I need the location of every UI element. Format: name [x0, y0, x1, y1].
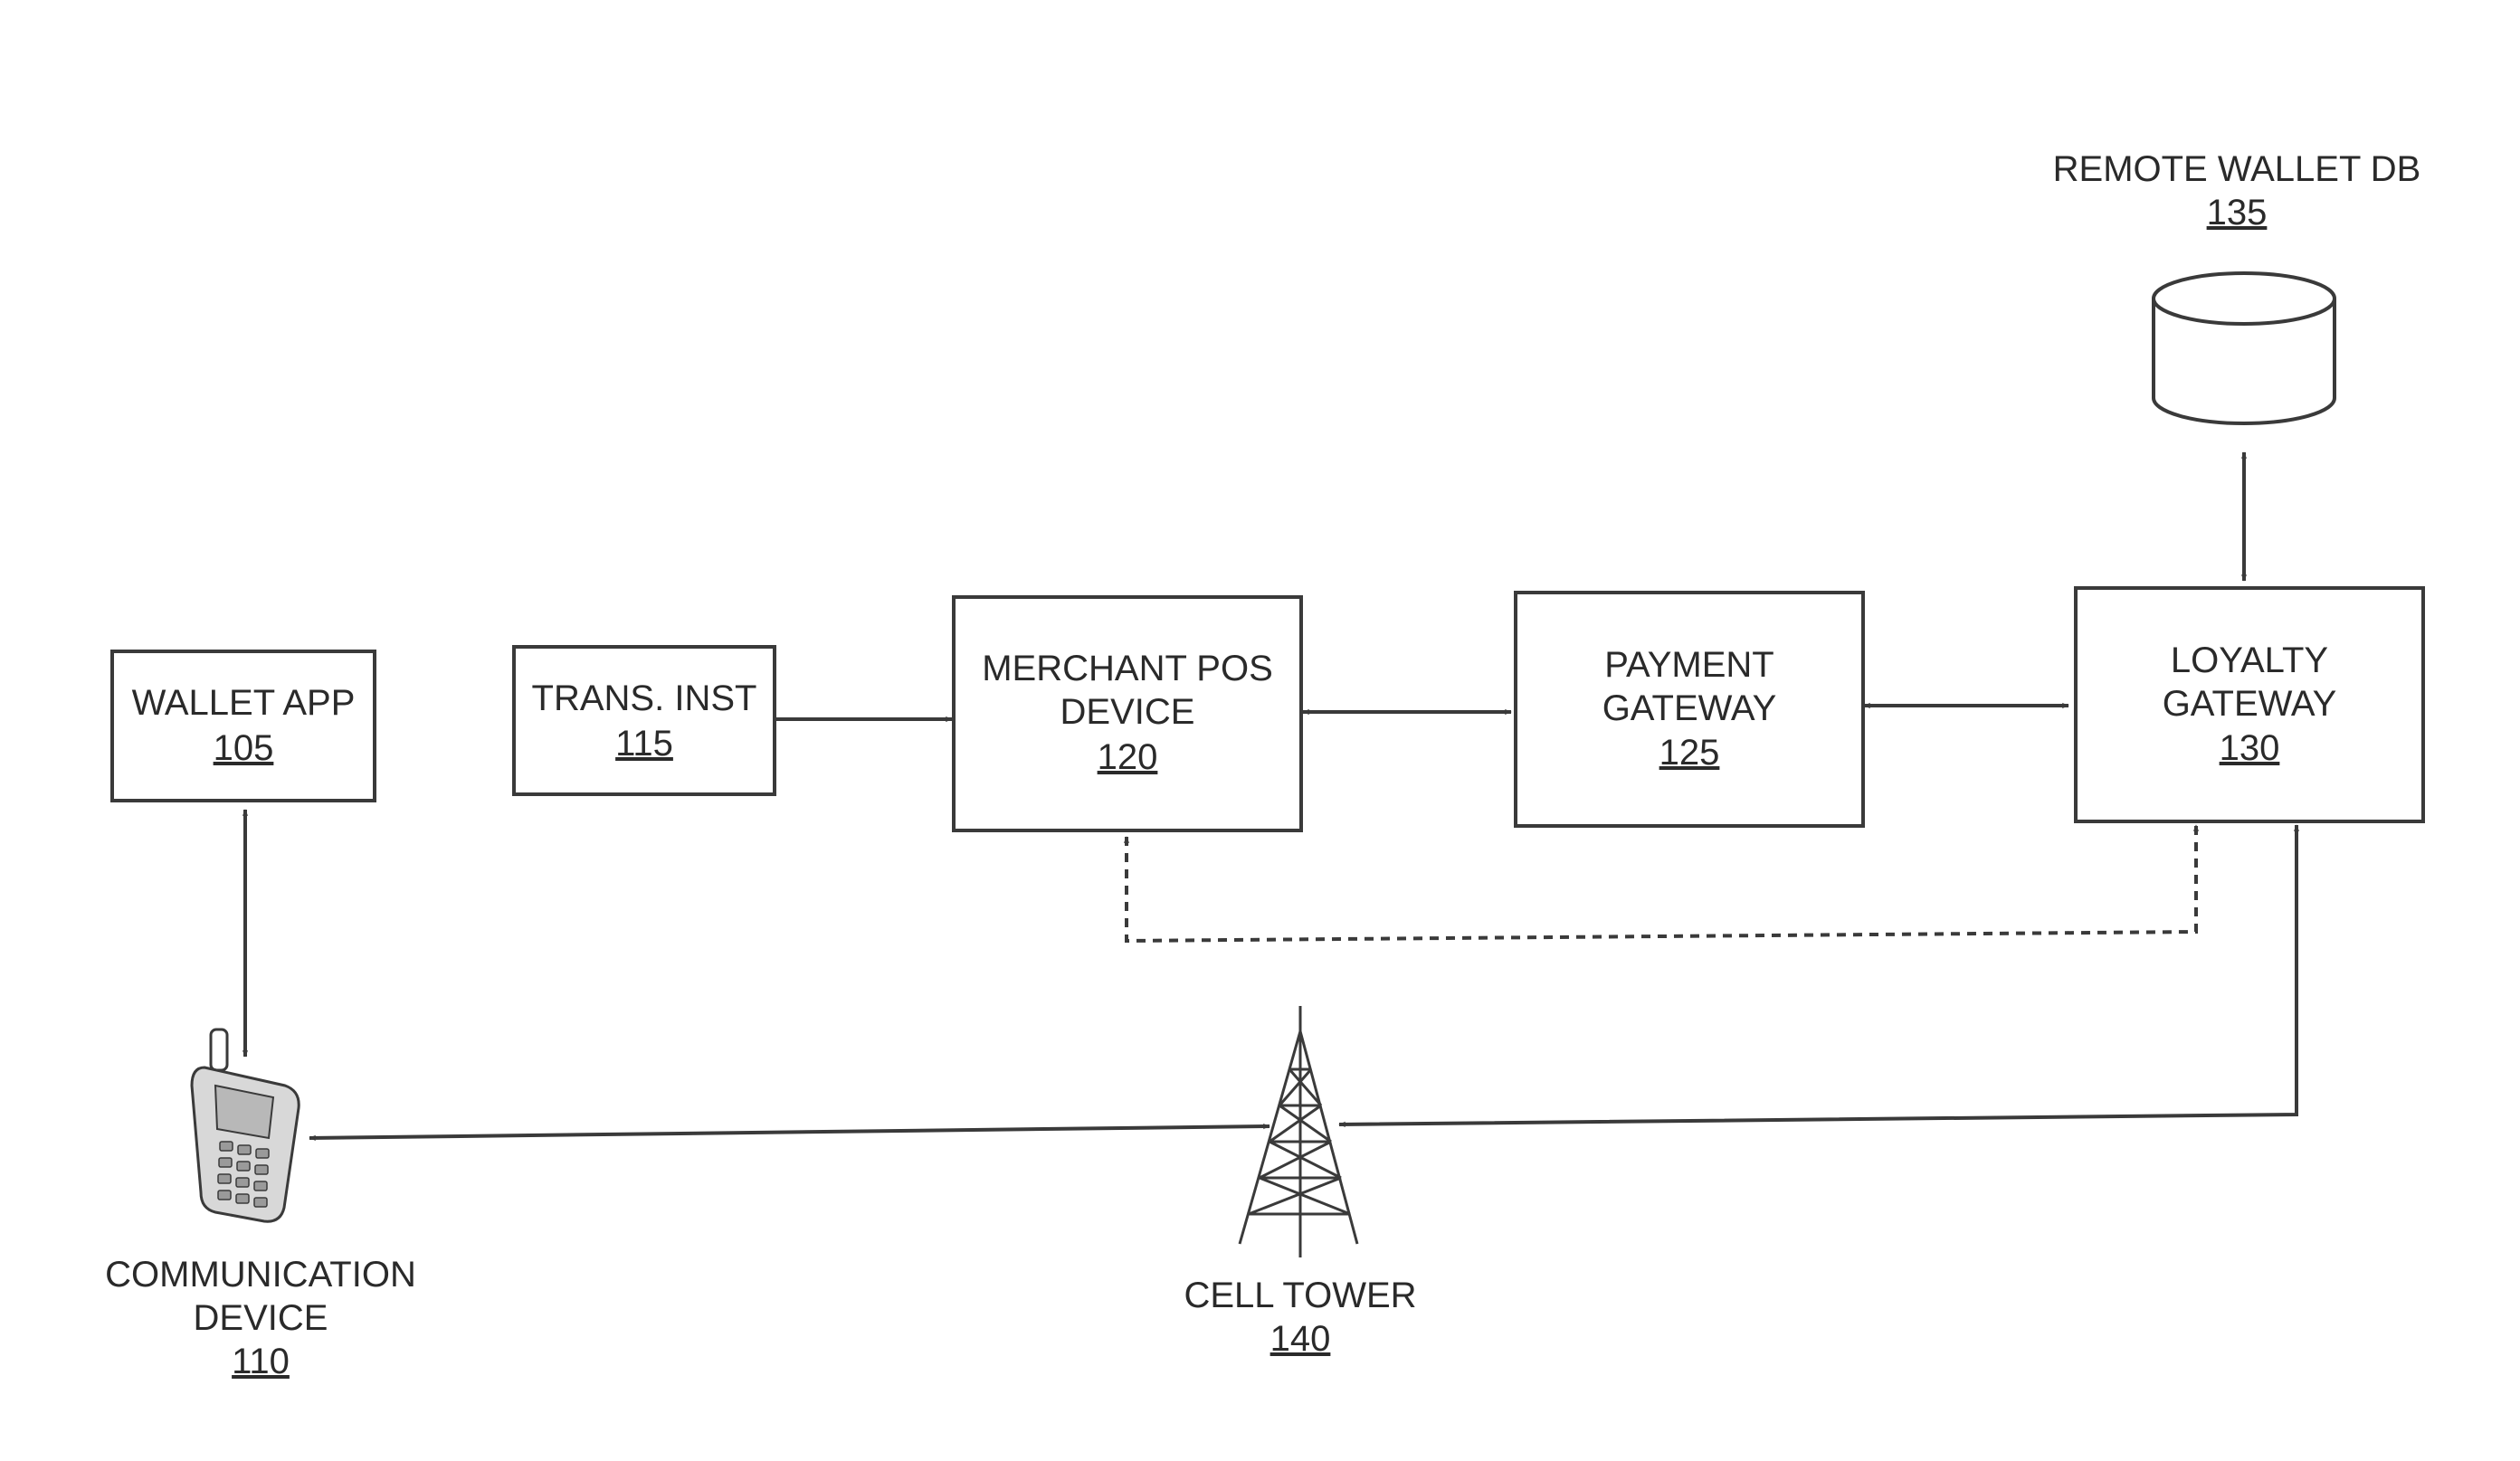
wallet-app-label: WALLET APP — [132, 683, 356, 723]
payment-gateway-label-line1: PAYMENT — [1604, 645, 1774, 685]
node-wallet-app: WALLET APP 105 — [112, 651, 375, 801]
mobile-phone-icon — [192, 1029, 299, 1221]
edge-device-tower — [309, 1126, 1270, 1138]
loyalty-gateway-label-line1: LOYALTY — [2171, 640, 2328, 680]
edge-merchant-loyalty-dashed — [1127, 825, 2196, 941]
trans-inst-label: TRANS. INST — [532, 678, 757, 718]
merchant-pos-ref: 120 — [1098, 737, 1158, 777]
database-cylinder-icon — [2154, 273, 2335, 423]
payment-gateway-ref: 125 — [1659, 733, 1720, 773]
trans-inst-ref: 115 — [615, 724, 673, 764]
node-merchant-pos: MERCHANT POS DEVICE 120 — [954, 597, 1301, 830]
cell-tower-ref: 140 — [1270, 1319, 1331, 1359]
trans-inst-box — [514, 647, 775, 794]
communication-device-label-line2: DEVICE — [194, 1298, 328, 1338]
merchant-pos-label-line2: DEVICE — [1060, 692, 1195, 732]
merchant-pos-label-line1: MERCHANT POS — [982, 649, 1273, 688]
node-payment-gateway: PAYMENT GATEWAY 125 — [1516, 593, 1863, 826]
node-communication-device: COMMUNICATION DEVICE 110 — [105, 1029, 416, 1381]
cell-tower-label: CELL TOWER — [1184, 1276, 1416, 1315]
node-remote-wallet-db: REMOTE WALLET DB 135 — [2053, 149, 2421, 423]
wallet-app-box — [112, 651, 375, 801]
cell-tower-icon — [1240, 1006, 1357, 1257]
node-trans-inst: TRANS. INST 115 — [514, 647, 775, 794]
communication-device-label-line1: COMMUNICATION — [105, 1255, 416, 1295]
remote-wallet-db-ref: 135 — [2207, 193, 2268, 232]
edge-loyalty-tower — [1339, 825, 2297, 1124]
remote-wallet-db-label: REMOTE WALLET DB — [2053, 149, 2421, 189]
node-cell-tower: CELL TOWER 140 — [1184, 1006, 1416, 1359]
wallet-app-ref: 105 — [214, 728, 274, 768]
loyalty-gateway-label-line2: GATEWAY — [2163, 684, 2337, 724]
loyalty-gateway-ref: 130 — [2220, 728, 2280, 768]
node-loyalty-gateway: LOYALTY GATEWAY 130 — [2076, 588, 2423, 821]
communication-device-ref: 110 — [232, 1342, 290, 1381]
payment-gateway-label-line2: GATEWAY — [1602, 688, 1777, 728]
